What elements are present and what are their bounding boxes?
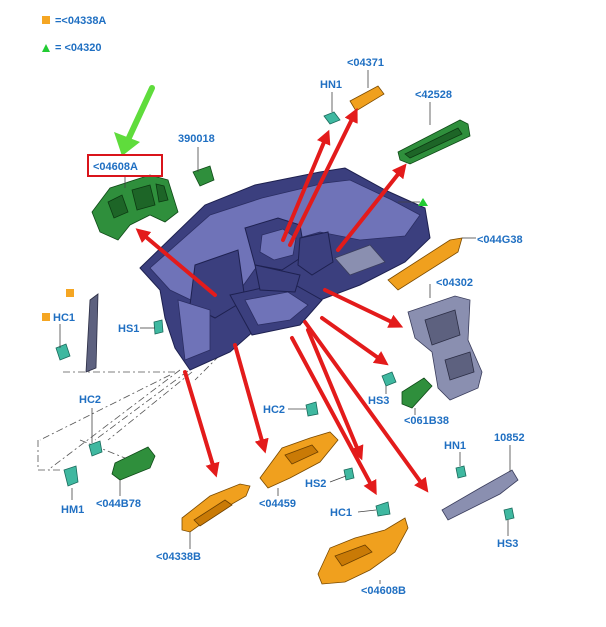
label-04608B: <04608B [361, 585, 406, 597]
green-down-arrow-icon [114, 85, 155, 156]
orange-square-marker-icon [42, 313, 50, 321]
screw-hs2-part [343, 467, 355, 481]
clip-hc1-bottom-part [375, 501, 391, 517]
label-044G38: <044G38 [477, 234, 523, 246]
label-061B38: <061B38 [404, 415, 449, 427]
nut-hn1-top-part [323, 111, 341, 125]
lower-trim-04338B-detail [193, 499, 233, 527]
label-hs3-mid: HS3 [368, 395, 389, 407]
label-hc2-left: HC2 [79, 394, 101, 406]
label-04608A: <04608A [93, 161, 138, 173]
cluster-bezel-part [91, 174, 179, 241]
label-10852: 10852 [494, 432, 525, 444]
label-390018: 390018 [178, 133, 215, 145]
label-044B78: <044B78 [96, 498, 141, 510]
screw-hs3-right-part [503, 507, 515, 521]
clip-hc2-mid-part [305, 401, 319, 417]
label-04338B: <04338B [156, 551, 201, 563]
label-42528: <42528 [415, 89, 452, 101]
highlight-box [87, 154, 163, 177]
red-arrow-icon [135, 107, 429, 496]
legend-orange-square-icon [42, 16, 50, 24]
green-triangle-marker-icon [418, 198, 428, 206]
trim-044G38-part [387, 237, 463, 291]
trim-04371-part [349, 85, 385, 112]
label-04459: <04459 [259, 498, 296, 510]
nut-hn1-right-part [455, 465, 467, 479]
part-labels: <04608A 390018 HN1 <04371 <42528 <044G38… [53, 57, 525, 597]
label-04371: <04371 [347, 57, 384, 69]
orange-square-marker-icon [66, 289, 74, 297]
legend: =<04338A = <04320 [42, 15, 106, 54]
label-hs2: HS2 [305, 478, 326, 490]
label-hn1-right: HN1 [444, 440, 466, 452]
knee-bolster-04608B-detail [334, 544, 373, 567]
dashed-leader-lines [37, 344, 231, 471]
label-hm1: HM1 [61, 504, 84, 516]
legend-item-text: =<04338A [55, 15, 106, 27]
label-hc2-mid: HC2 [263, 404, 285, 416]
label-04302: <04302 [436, 277, 473, 289]
left-side-upright-part [85, 293, 99, 373]
legend-item-text: = <04320 [55, 42, 102, 54]
bracket-061B38-part [401, 377, 433, 409]
label-hs1: HS1 [118, 323, 139, 335]
mount-hm1-part [63, 465, 79, 487]
center-bezel-04302-part [407, 295, 483, 401]
clip-390018-part [192, 165, 215, 187]
label-hc1-bottom: HC1 [330, 507, 352, 519]
label-hn1-top: HN1 [320, 79, 342, 91]
clip-hc2-left-part [88, 440, 103, 457]
clip-hc1-left-part [55, 343, 71, 361]
defroster-vent-detail [404, 127, 463, 159]
panel-044B78-part [111, 446, 156, 481]
instrument-panel-main [139, 167, 431, 371]
label-leader-lines [59, 70, 511, 584]
lower-panel-04459-detail [284, 444, 319, 465]
screw-hs3-mid-part [381, 371, 397, 387]
screw-hs1-part [153, 319, 164, 335]
label-hs3-right: HS3 [497, 538, 518, 550]
legend-green-triangle-icon [42, 44, 50, 52]
lower-right-trim-part [441, 469, 519, 521]
label-hc1-left: HC1 [53, 312, 75, 324]
